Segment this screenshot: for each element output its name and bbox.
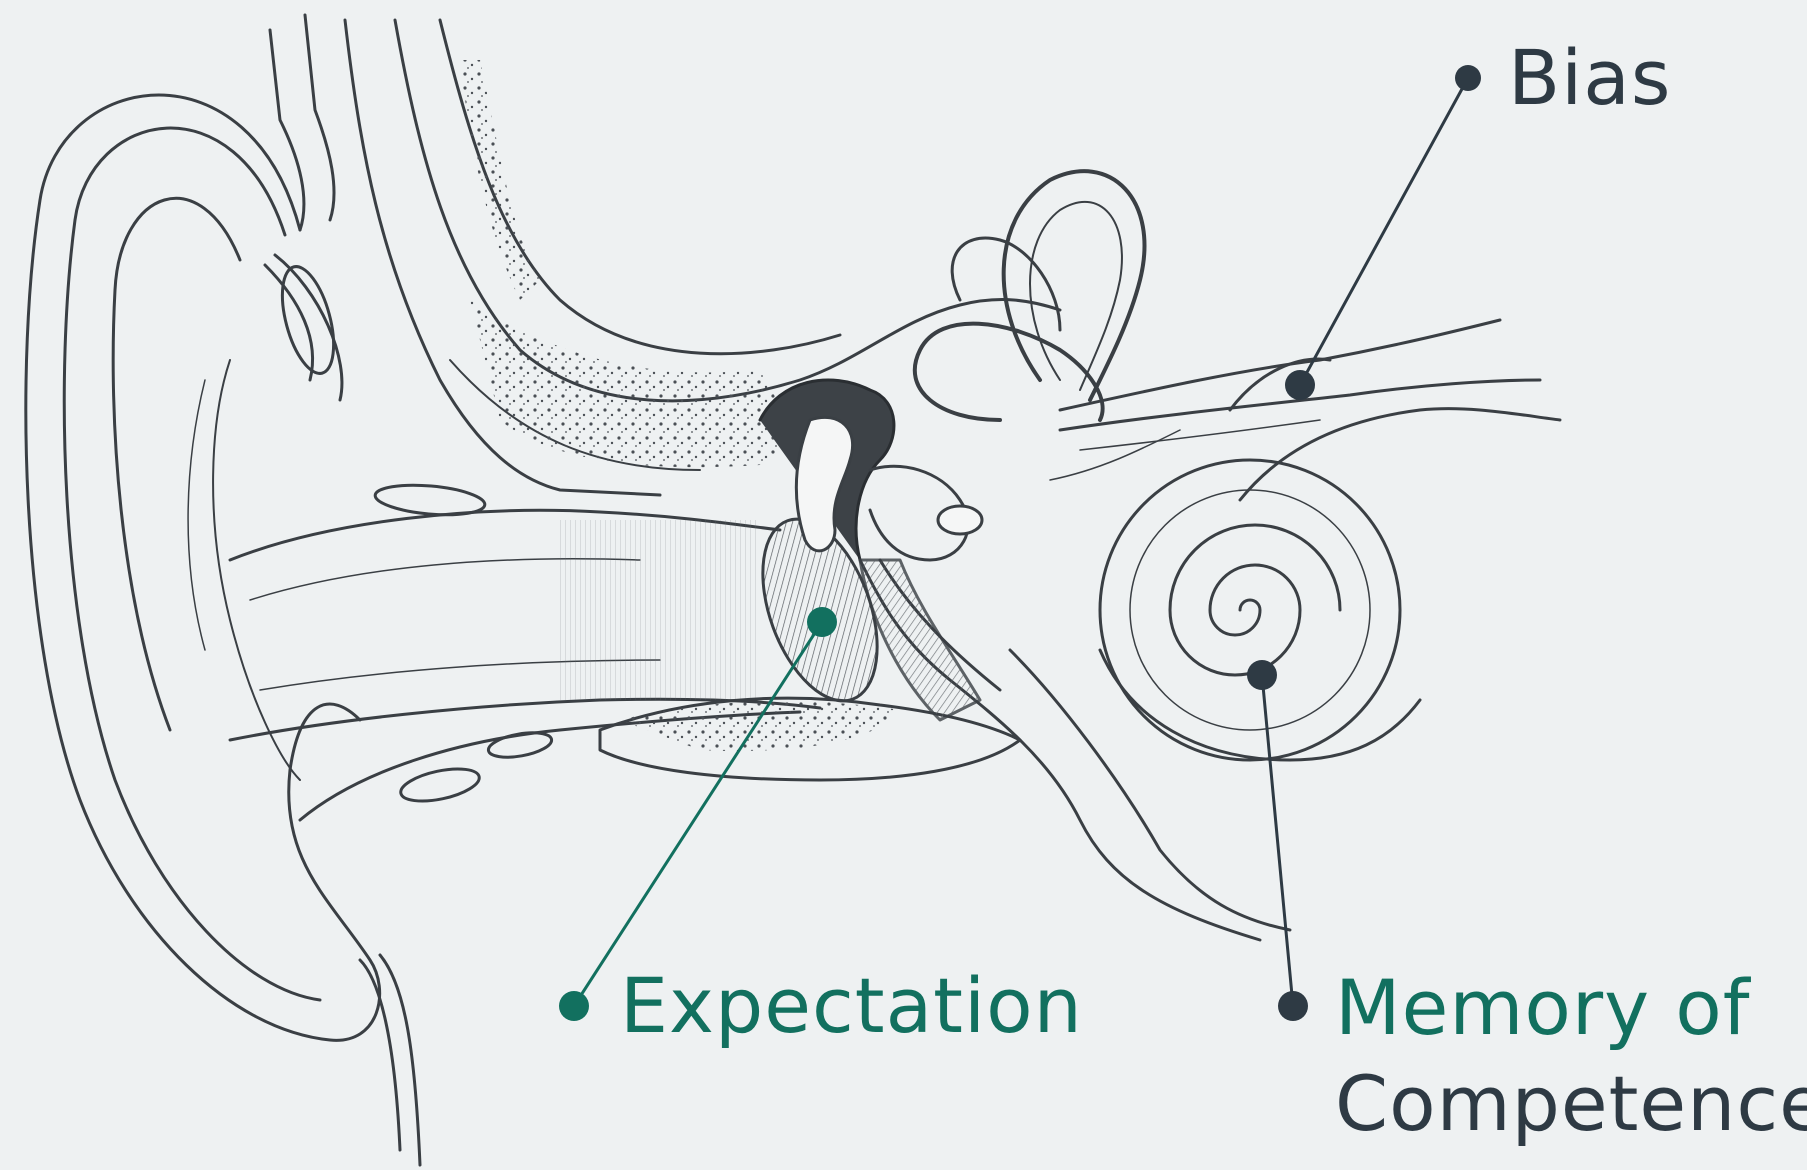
bone-texture-lower xyxy=(620,701,900,751)
nerve-bundle xyxy=(1050,320,1560,500)
bone-texture-column xyxy=(460,60,540,300)
pinna xyxy=(26,15,420,1165)
label-memory-line2: Competence xyxy=(1335,1058,1807,1149)
label-bias: Bias xyxy=(1508,32,1671,123)
label-expectation: Expectation xyxy=(620,960,1083,1051)
semicircular-canals xyxy=(915,171,1145,420)
cochlea xyxy=(1100,460,1420,760)
leader-bias xyxy=(1285,65,1481,400)
label-memory-line1: Memory of xyxy=(1335,962,1751,1053)
bone-texture-upper xyxy=(470,300,783,467)
leader-memory xyxy=(1247,660,1308,1021)
